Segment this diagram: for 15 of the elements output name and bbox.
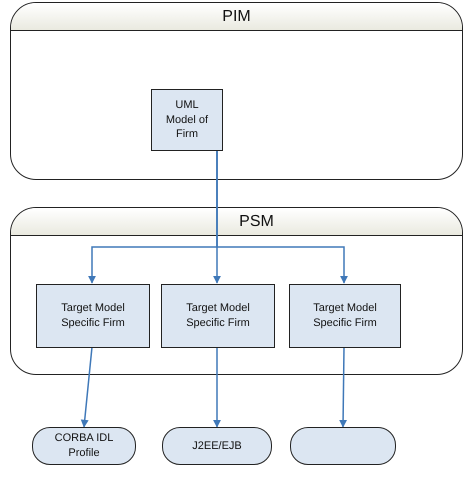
terminal-box (290, 427, 396, 465)
terminal-box: CORBA IDL Profile (32, 427, 136, 465)
process-box: UML Model of Firm (151, 89, 223, 151)
arrow (80, 346, 93, 428)
group-panel (10, 2, 463, 180)
arrow (339, 346, 348, 428)
arrow (216, 150, 348, 284)
arrow (213, 347, 221, 428)
terminal-box: J2EE/EJB (162, 427, 272, 465)
process-box: Target Model Specific Firm (289, 284, 401, 348)
process-box: Target Model Specific Firm (36, 284, 150, 348)
process-box: Target Model Specific Firm (161, 284, 275, 348)
group-panel (10, 207, 463, 375)
group-title: PIM (11, 3, 462, 31)
group-title: PSM (11, 208, 462, 236)
